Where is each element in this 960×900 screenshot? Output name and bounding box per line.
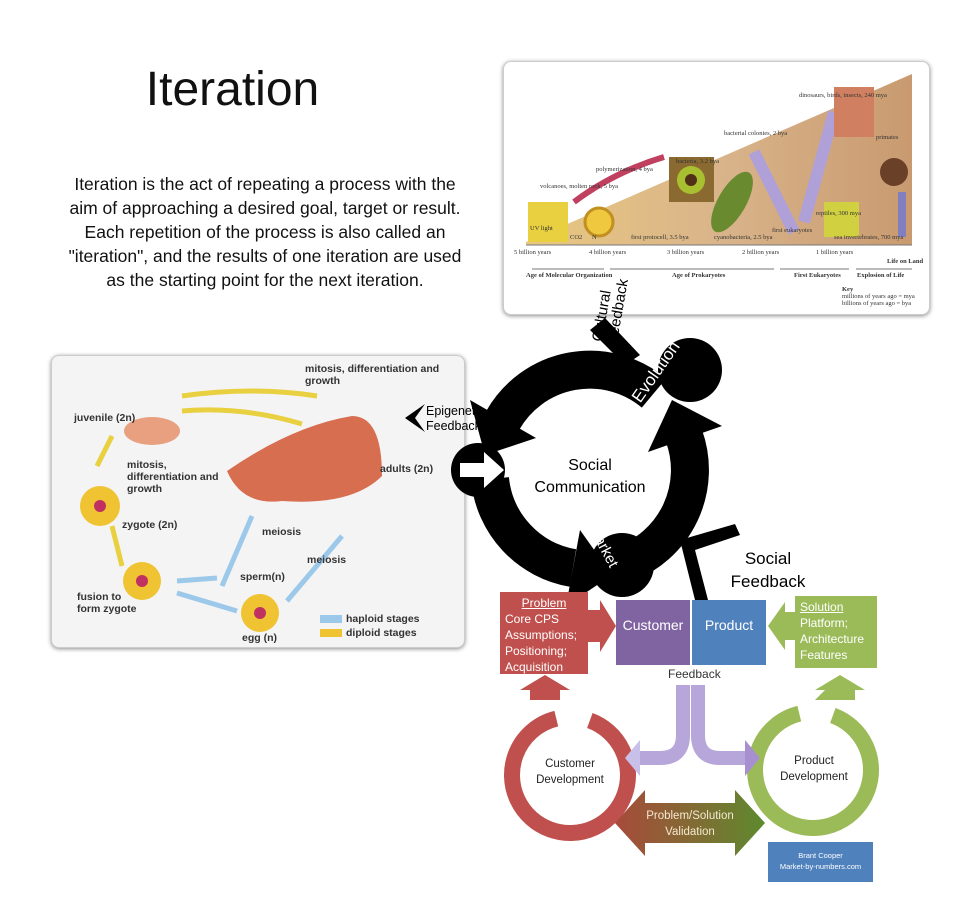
timeline-label: 1 billion years [816, 249, 854, 256]
evolution-node [658, 338, 722, 402]
evolution-timeline-image: dinosaurs, birds, insects, 240 mya bacte… [503, 61, 930, 315]
annotation: cyanobacteria, 2.5 bya [714, 234, 773, 241]
product-dev-up-arrow [815, 675, 865, 700]
solution-line: Features [800, 648, 848, 662]
feedback-split-arrow [640, 685, 745, 765]
timeline-label: 5 billion years [514, 249, 552, 256]
social-communication-label: Social Communication [534, 457, 646, 496]
annotation: Life on Land [887, 258, 924, 265]
annotation: polymerization, 4 bya [596, 166, 653, 173]
age-label: First Eukaryotes [794, 272, 841, 279]
timeline-label: 3 billion years [667, 249, 705, 256]
life-cycle-illustration [80, 388, 382, 637]
life-cycle-image: mitosis, differentiation and growth juve… [51, 355, 465, 648]
customer-box: Customer [616, 600, 690, 665]
customer-development-label: Customer Development [536, 758, 604, 786]
problem-line: Core CPS [505, 612, 560, 626]
key-line: billions of years ago = bya [842, 300, 912, 307]
problem-line: Positioning; [505, 644, 568, 658]
annotation: first eukaryotes [772, 227, 813, 234]
annotation: N [592, 234, 597, 241]
cycle-arrowhead [566, 530, 612, 606]
slide-title: Iteration [145, 63, 320, 116]
legend-swatch-diploid [320, 629, 342, 637]
cycle-arc-epigenetic-to-market [471, 476, 577, 587]
intro-line: Iteration is the act of repeating a proc… [74, 174, 456, 194]
annotation: sea invertebrates, 700 mya [834, 234, 904, 241]
annotation: reptiles, 300 mya [816, 210, 861, 217]
social-feedback-label: Social Feedback [730, 549, 806, 591]
cultural-feedback-chevron [590, 318, 640, 365]
chevron-left-icon [405, 404, 425, 432]
annotation: dinosaurs, birds, insects, 240 mya [799, 92, 887, 99]
problem-heading: Problem [521, 596, 567, 610]
product-development-label: Product Development [780, 755, 848, 783]
label-juvenile: juvenile (2n) [74, 412, 136, 424]
problem-line: Acquisition [505, 660, 564, 674]
product-box: Product [692, 600, 766, 665]
age-label: Age of Prokaryotes [672, 272, 726, 279]
intro-text: Iteration is the act of repeating a proc… [30, 172, 500, 292]
market-node [590, 533, 654, 597]
solution-heading: Solution [800, 600, 844, 614]
cycle-arrowhead [470, 400, 536, 455]
label-adults: adults (2n) [380, 463, 434, 475]
label-egg: egg (n) [242, 632, 277, 644]
evolution-illustration [526, 74, 912, 270]
validation-label: Problem/Solution Validation [646, 810, 734, 838]
annotation: bacterial colonies, 2 bya [724, 130, 788, 137]
legend-diploid: diploid stages [346, 627, 417, 639]
solution-line: Platform; [800, 616, 849, 630]
cycle-arrowhead [648, 400, 722, 452]
label-mitosis-left: mitosis, differentiation and growth [127, 459, 219, 495]
credit-author: Brant Cooper [798, 851, 843, 860]
label-meiosis: meiosis [307, 554, 347, 566]
age-label: Explosion of Life [857, 272, 905, 279]
solution-box: Solution Platform; Architecture Features [795, 596, 877, 668]
annotation: CO2 [570, 234, 583, 241]
social-feedback-chevron [680, 524, 740, 600]
label-mitosis-top: mitosis, differentiation and growth [305, 363, 440, 387]
timeline-label: 4 billion years [589, 249, 627, 256]
arrow-right-icon [460, 452, 504, 488]
annotation: volcanoes, molten rock, 5 bya [540, 183, 618, 190]
annotation: UV light [530, 225, 553, 232]
label-sperm: sperm(n) [240, 571, 285, 583]
annotation: bacteria, 3.2 bya [676, 158, 719, 165]
key-line: millions of years ago = mya [842, 293, 915, 300]
intro-line: as the starting point for the next itera… [106, 270, 424, 290]
timeline-label: 2 billion years [742, 249, 780, 256]
intro-line: Each repetition of the process is also c… [84, 222, 446, 242]
age-label: Age of Molecular Organization [526, 272, 613, 279]
problem-arrow [588, 600, 616, 652]
solution-arrow [768, 602, 795, 650]
legend-swatch-haploid [320, 615, 342, 623]
problem-box: Problem Core CPS Assumptions; Positionin… [500, 592, 588, 674]
label-zygote: zygote (2n) [122, 519, 178, 531]
intro-line: aim of approaching a desired goal, targe… [69, 198, 461, 218]
legend-haploid: haploid stages [346, 613, 420, 625]
customer-development-cycle [504, 709, 636, 841]
solution-line: Architecture [800, 632, 865, 646]
credit-site: Market-by-numbers.com [779, 862, 862, 871]
intro-line: "iteration", and the results of one iter… [68, 246, 462, 266]
cycle-arc-evolution-to-epigenetic [486, 350, 667, 430]
validation-arrow [615, 790, 765, 856]
feedback-label: Feedback [668, 667, 721, 681]
annotation: primates [876, 134, 899, 141]
epigenetic-feedback-label: Epigenetic Feedback [426, 404, 485, 433]
annotation: first protocell, 3.5 bya [631, 234, 689, 241]
social-cycle [405, 318, 740, 606]
credit-box: Brant Cooper Market-by-numbers.com [768, 842, 873, 882]
customer-dev-up-arrow [520, 675, 570, 700]
label-fusion: fusion to form zygote [77, 591, 137, 615]
label-meiosis: meiosis [262, 526, 302, 538]
key-title: Key [842, 286, 854, 293]
problem-line: Assumptions; [505, 628, 578, 642]
product-development-cycle [747, 703, 879, 836]
